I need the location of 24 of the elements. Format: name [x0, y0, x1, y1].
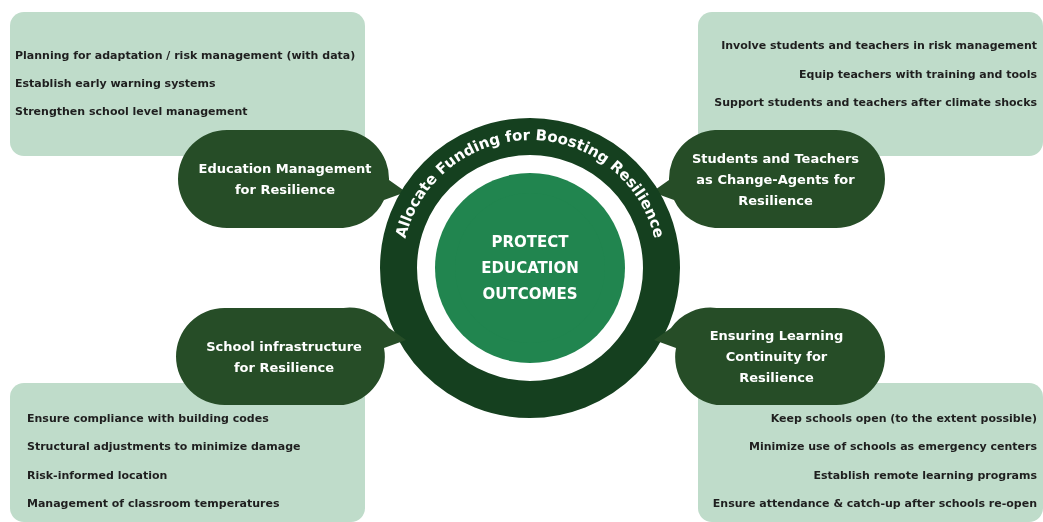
list-item-text: Equip teachers with training and tools: [799, 67, 1037, 83]
pill-label: School infrastructure for Resilience: [205, 337, 363, 377]
list-item-text: Management of classroom temperatures: [27, 496, 280, 512]
list-item-text: Involve students and teachers in risk management: [721, 38, 1037, 54]
list-item-text: Structural adjustments to minimize damage: [27, 439, 301, 455]
list-item-text: Establish early warning systems: [15, 76, 216, 92]
list-item-text: Ensure attendance & catch-up after schools re-open: [712, 496, 1037, 512]
list-item-text: Strengthen school level management: [15, 104, 248, 120]
list-item-text: Keep schools open (to the extent possible): [770, 411, 1037, 427]
list-item-text: Planning for adaptation / risk management (with data): [15, 48, 356, 64]
pill-label: Ensuring Learning Continuity for Resilience: [708, 327, 845, 387]
speech-bubble-pill: [654, 308, 885, 405]
center-label: PROTECT EDUCATION OUTCOMES: [480, 232, 580, 305]
list-item-text: Support students and teachers after climate shocks: [714, 95, 1037, 111]
list-item-text: Establish remote learning programs: [813, 468, 1037, 484]
text-card: [10, 12, 365, 156]
list-item-text: Ensure compliance with building codes: [27, 411, 269, 427]
pill-label: Students and Teachers as Change-Agents for Resilience: [690, 149, 861, 210]
pill-label: Education Management for Resilience: [198, 160, 372, 199]
speech-bubble-pill: [176, 308, 406, 405]
list-item-text: Risk-informed location: [27, 468, 168, 484]
list-item-text: Minimize use of schools as emergency centers: [748, 439, 1037, 455]
text-card: [10, 383, 365, 522]
text-card: [698, 383, 1043, 522]
